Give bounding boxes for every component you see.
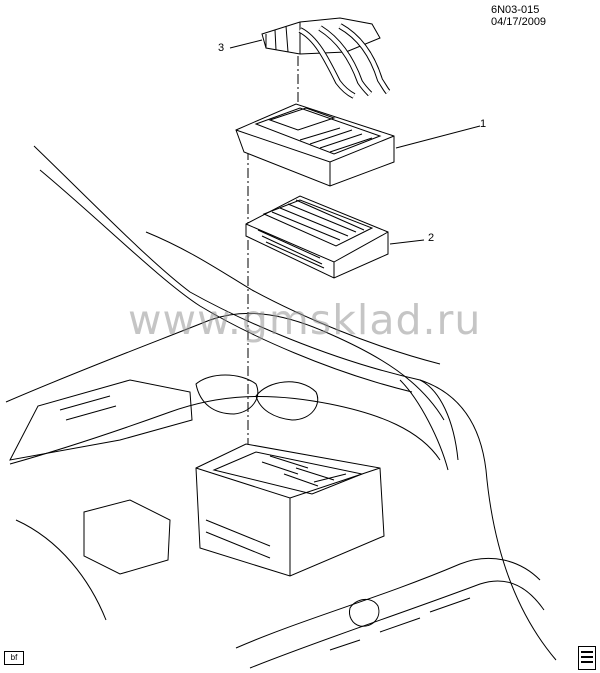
diagram-date: 04/17/2009: [491, 16, 547, 28]
underhood-housing: [195, 443, 385, 577]
front-grille: [235, 557, 545, 669]
callout-3: 3: [218, 42, 225, 54]
diagram-header: 6N03-015 04/17/2009: [491, 4, 600, 28]
footer-tag: bf: [4, 651, 24, 665]
vehicle-body-outline: [5, 145, 557, 661]
module-cover: [235, 103, 395, 187]
callout-2: 2: [428, 232, 435, 244]
engine-control-module: [245, 195, 389, 279]
callout-1: 1: [480, 118, 487, 130]
document-icon: [578, 646, 596, 670]
watermark: www.gmsklad.ru: [128, 296, 482, 344]
diagram-code: 6N03-015: [491, 4, 540, 16]
wiring-harness-connector: [261, 17, 391, 99]
